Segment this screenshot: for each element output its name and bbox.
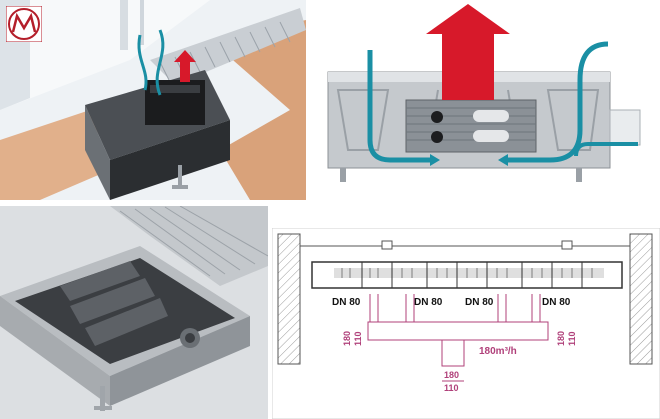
cold-air-right-arrow-icon (508, 41, 609, 163)
convector-interior-render (0, 206, 268, 419)
cold-air-left-arrow-icon (367, 50, 430, 163)
cross-section (318, 0, 660, 200)
installation-plan-drawing: DN 80 DN 80 DN 80 DN 80 180 110 180 110 … (272, 228, 660, 419)
dn-label-2: DN 80 (414, 297, 443, 308)
convector-cross-section-diagram (318, 0, 660, 200)
dn-label-1: DN 80 (332, 297, 361, 308)
bottom-dim-top: 180 (444, 370, 459, 380)
interior-render (0, 206, 268, 419)
left-dim-bottom: 110 (353, 331, 363, 346)
cold-air-arrow-icon (137, 34, 148, 91)
left-dim-top: 180 (342, 331, 352, 346)
warm-air-arrow-icon (174, 50, 196, 82)
trench-convector-install-photo (0, 0, 306, 200)
right-dim-bottom: 110 (567, 331, 577, 346)
right-dim-top: 180 (556, 331, 566, 346)
warm-air-up-arrow-icon (426, 4, 510, 100)
air-duct-outline (367, 294, 549, 367)
dn-label-4: DN 80 (542, 297, 571, 308)
flow-rate-label: 180m³/h (479, 346, 517, 357)
dn-label-3: DN 80 (465, 297, 494, 308)
install-scene (0, 0, 306, 200)
plan-drawing: DN 80 DN 80 DN 80 DN 80 180 110 180 110 … (272, 228, 660, 419)
bottom-dim-bottom: 110 (444, 383, 459, 393)
mn-logo-icon (6, 6, 42, 42)
